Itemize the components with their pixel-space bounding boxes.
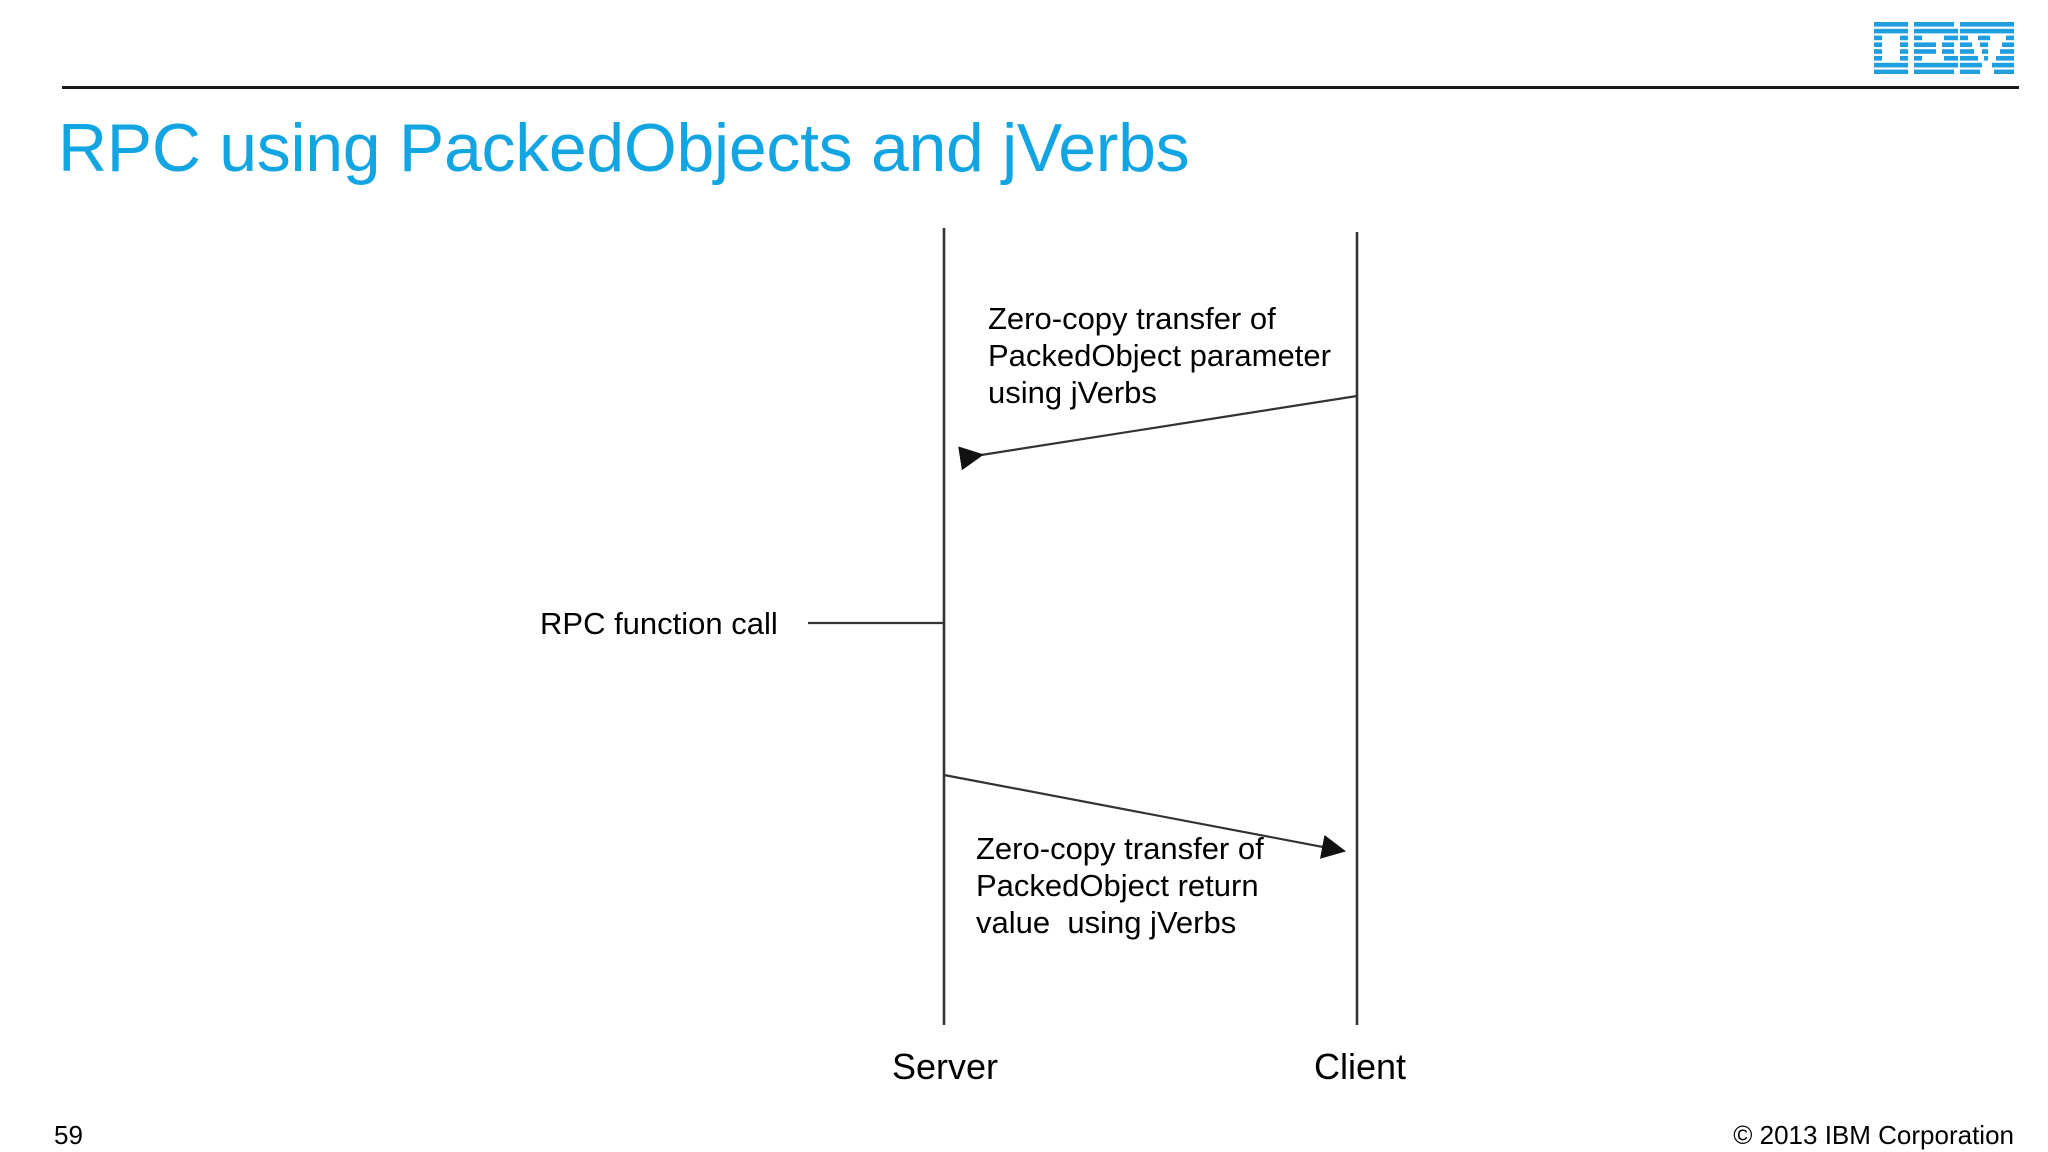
- footer-page-number: 59: [54, 1120, 83, 1150]
- actor-label-server: Server: [891, 1046, 999, 1087]
- footer-copyright: © 2013 IBM Corporation: [1733, 1120, 2014, 1150]
- message-arrow-request: [958, 394, 1358, 471]
- message-label-request: Zero-copy transfer of PackedObject param…: [988, 301, 1331, 410]
- ibm-logo: [1874, 22, 2014, 74]
- header-divider: [62, 86, 2019, 89]
- actor-label-client: Client: [1313, 1046, 1407, 1087]
- annotation-label-rpc-function-call: RPC function call: [540, 606, 778, 641]
- page-title: RPC using PackedObjects and jVerbs: [58, 110, 1190, 186]
- message-arrow-return: [943, 773, 1346, 859]
- message-label-return: Zero-copy transfer of PackedObject retur…: [976, 831, 1264, 940]
